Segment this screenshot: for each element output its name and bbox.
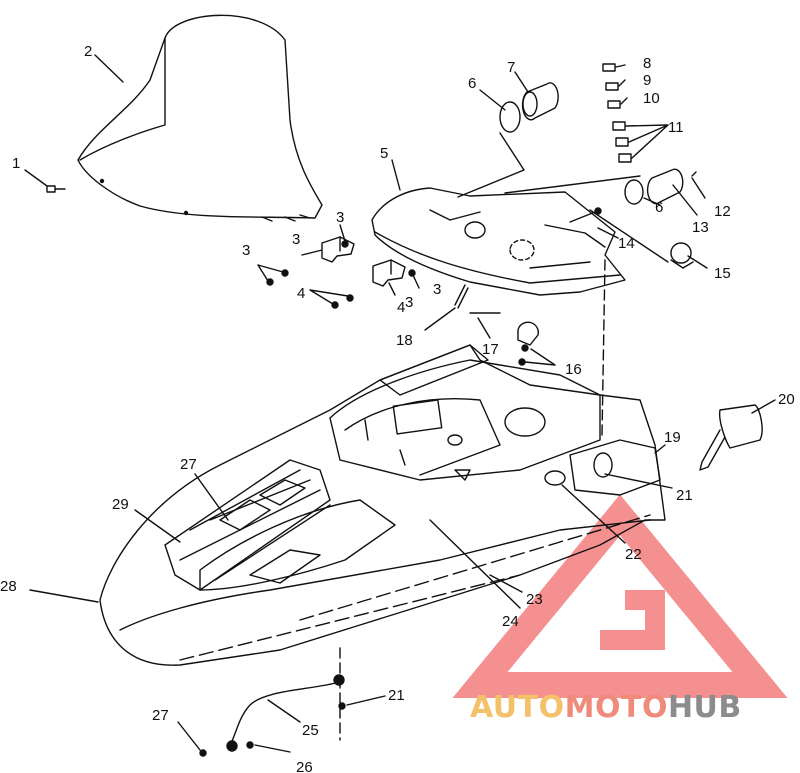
callout-label: 3 bbox=[242, 242, 250, 259]
part-18 bbox=[454, 284, 469, 309]
part-9 bbox=[605, 82, 619, 91]
callout-label: 15 bbox=[714, 265, 731, 282]
callout-label: 27 bbox=[152, 707, 169, 724]
gauge-15 bbox=[670, 242, 692, 264]
callout-label: 18 bbox=[396, 332, 413, 349]
watermark-hub: HUB bbox=[667, 690, 742, 725]
callout-label: 2 bbox=[84, 43, 92, 60]
screw-1 bbox=[46, 185, 66, 193]
windshield bbox=[77, 14, 323, 219]
callout-label: 27 bbox=[180, 456, 197, 473]
hood-body bbox=[99, 344, 666, 666]
callout-label: 28 bbox=[0, 578, 17, 595]
plug-22 bbox=[544, 470, 566, 486]
callout-label: 3 bbox=[336, 209, 344, 226]
part-8 bbox=[602, 63, 616, 72]
part-16 bbox=[517, 321, 540, 346]
gauge-13 bbox=[646, 168, 684, 205]
callout-label: 8 bbox=[643, 55, 651, 72]
callout-label: 20 bbox=[778, 391, 795, 408]
callout-label: 10 bbox=[643, 90, 660, 107]
part-11a bbox=[612, 121, 626, 131]
callout-label: 21 bbox=[676, 487, 693, 504]
callout-label: 3 bbox=[433, 281, 441, 298]
dash-panel bbox=[371, 187, 626, 296]
watermark-text: AUTOMOTOHUB bbox=[470, 690, 742, 725]
bracket-4a bbox=[321, 236, 355, 263]
callout-label: 12 bbox=[714, 203, 731, 220]
callout-label: 11 bbox=[668, 119, 684, 136]
callout-labels: 1 2 3 3 3 4 3 3 4 5 6 7 8 9 10 11 12 13 … bbox=[0, 43, 795, 773]
part-10 bbox=[607, 100, 621, 109]
bracket-4b bbox=[372, 259, 406, 287]
watermark-logo-triangle bbox=[452, 494, 788, 698]
callout-label: 26 bbox=[296, 759, 313, 773]
callout-label: 1 bbox=[12, 155, 20, 172]
callout-label: 3 bbox=[405, 294, 413, 311]
callout-label: 16 bbox=[565, 361, 582, 378]
vent-grille bbox=[164, 459, 331, 591]
callout-label: 14 bbox=[618, 235, 635, 252]
callout-label: 4 bbox=[297, 285, 305, 302]
gauge-ring-6b bbox=[624, 179, 644, 205]
callout-label: 4 bbox=[397, 299, 405, 316]
side-panel-19 bbox=[569, 439, 661, 496]
callout-label: 7 bbox=[507, 59, 515, 76]
callout-label: 21 bbox=[388, 687, 405, 704]
callout-label: 29 bbox=[112, 496, 129, 513]
callout-label: 5 bbox=[380, 145, 388, 162]
part-14 bbox=[569, 211, 596, 223]
gauge-hole bbox=[504, 407, 546, 437]
watermark-auto: AUTO bbox=[470, 690, 565, 725]
callout-label: 6 bbox=[468, 75, 476, 92]
callout-label: 19 bbox=[664, 429, 681, 446]
callout-label: 17 bbox=[482, 341, 499, 358]
callout-label: 6 bbox=[655, 199, 663, 216]
callout-label: 3 bbox=[292, 231, 300, 248]
gauge-ring-6 bbox=[499, 101, 521, 133]
cable-25 bbox=[229, 681, 341, 746]
callout-label: 22 bbox=[625, 546, 642, 563]
callout-label: 25 bbox=[302, 722, 319, 739]
watermark-moto: MOTO bbox=[564, 690, 668, 725]
callout-label: 23 bbox=[526, 591, 543, 608]
callout-label: 9 bbox=[643, 72, 651, 89]
callout-label: 13 bbox=[692, 219, 709, 236]
gauge-7 bbox=[521, 82, 559, 121]
callout-label: 24 bbox=[502, 613, 519, 630]
